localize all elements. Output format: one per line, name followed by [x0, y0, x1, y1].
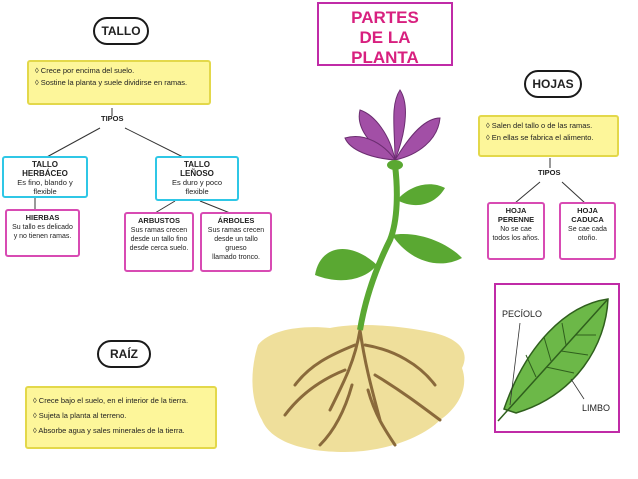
perenne-title1: HOJA: [505, 206, 527, 215]
hojas-bullet-1: ◊ Salen del tallo o de las ramas.: [486, 121, 593, 130]
tallo-tipos: TIPOS: [101, 114, 124, 123]
arboles-box: ÁRBOLES Sus ramas crecen desde un tallo …: [200, 212, 272, 272]
tallo-bullet-2: ◊ Sostine la planta y suele dividirse en…: [35, 78, 188, 87]
hojas-tipos: TIPOS: [538, 168, 561, 177]
herbaceo-title2: HERBÁCEO: [22, 169, 68, 178]
leaf-illustration: [497, 298, 609, 422]
arbustos-box: ARBUSTOS Sus ramas crecen desde un tallo…: [124, 212, 194, 272]
raiz-bullet-2: ◊ Sujeta la planta al terreno.: [33, 411, 127, 420]
arboles-desc3: llamado tronco.: [212, 254, 260, 261]
raiz-bullet-1: ◊ Crece bajo el suelo, en el interior de…: [33, 396, 189, 405]
main-title: PARTES DE LA PLANTA: [317, 2, 453, 67]
caduca-desc2: otoño.: [577, 235, 598, 242]
hojas-label: HOJAS: [524, 70, 582, 98]
tallo-bullets: ◊ Crece por encima del suelo. ◊ Sostine …: [27, 60, 211, 105]
title-line1: PARTES: [351, 8, 419, 27]
perenne-box: HOJA PERENNE No se cae todos los años.: [487, 202, 545, 260]
hojas-bullets: ◊ Salen del tallo o de las ramas. ◊ En e…: [478, 115, 619, 157]
raiz-bullets: ◊ Crece bajo el suelo, en el interior de…: [25, 386, 217, 449]
arbustos-title: ARBUSTOS: [138, 216, 180, 225]
perenne-desc1: No se cae: [500, 226, 532, 233]
arbustos-desc1: Sus ramas crecen: [130, 227, 188, 234]
herbaceo-desc: Es fino, blando y flexible: [17, 178, 73, 196]
raiz-label: RAÍZ: [97, 340, 151, 368]
arboles-desc2: desde un tallo grueso: [214, 236, 258, 252]
peciolo-label: PECÍOLO: [502, 309, 543, 319]
raiz-bullet-3: ◊ Absorbe agua y sales minerales de la t…: [33, 426, 185, 435]
hierbas-box: HIERBAS Su tallo es delicado y no tienen…: [5, 209, 80, 257]
lenoso-title1: TALLO: [183, 160, 211, 169]
hojas-bullet-2: ◊ En ellas se fabrica el alimento.: [486, 133, 594, 142]
lenoso-title2: LEÑOSO: [180, 169, 214, 178]
hierbas-title: HIERBAS: [25, 213, 60, 222]
hierbas-desc2: y no tienen ramas.: [13, 233, 72, 240]
caduca-box: HOJA CADUCA Se cae cada otoño.: [559, 202, 616, 260]
tallo-herbaceo-box: TALLO HERBÁCEO Es fino, blando y flexibl…: [2, 156, 88, 198]
lenoso-desc: Es duro y poco flexible: [171, 178, 223, 196]
hierbas-desc1: Su tallo es delicado: [12, 224, 73, 231]
perenne-desc2: todos los años.: [492, 235, 540, 242]
tallo-label: TALLO: [93, 17, 149, 45]
limbo-label: LIMBO: [582, 403, 611, 413]
caduca-title2: CADUCA: [571, 215, 604, 224]
title-line2: DE LA PLANTA: [351, 28, 419, 67]
arboles-title: ÁRBOLES: [217, 216, 255, 225]
arboles-desc1: Sus ramas crecen: [207, 227, 265, 234]
caduca-desc1: Se cae cada: [568, 226, 607, 233]
arbustos-desc2: desde un tallo fino: [130, 236, 188, 243]
leaf-diagram: PECÍOLO LIMBO: [494, 283, 620, 433]
caduca-title1: HOJA: [577, 206, 598, 215]
perenne-title2: PERENNE: [497, 215, 535, 224]
herbaceo-title1: TALLO: [31, 160, 59, 169]
tallo-bullet-1: ◊ Crece por encima del suelo.: [35, 66, 135, 75]
tallo-lenoso-box: TALLO LEÑOSO Es duro y poco flexible: [155, 156, 239, 201]
arbustos-desc3: desde cerca suelo.: [129, 245, 189, 252]
